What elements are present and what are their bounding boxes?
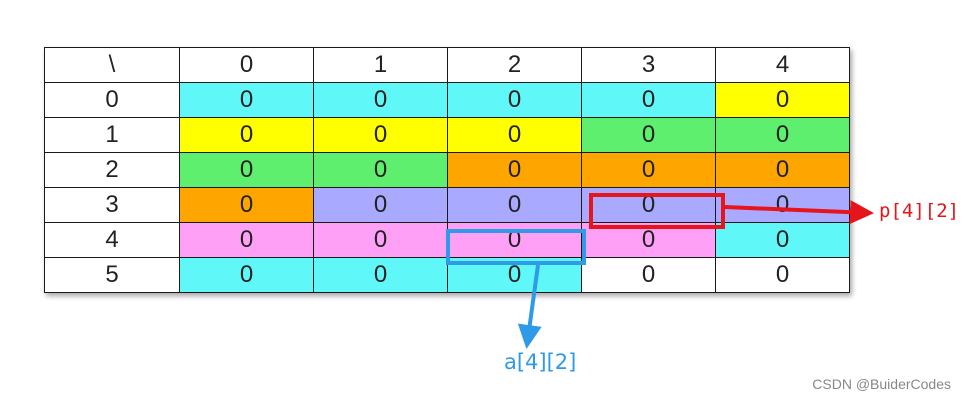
a-highlight-box xyxy=(446,229,586,265)
table-cell: 0 xyxy=(313,82,448,118)
p-highlight-box xyxy=(589,193,725,229)
table-cell: 0 xyxy=(313,257,448,293)
table-cell: 0 xyxy=(581,82,716,118)
table-cell: 0 xyxy=(447,222,582,258)
table-cell: 0 xyxy=(447,152,582,188)
table-cell: 0 xyxy=(313,187,448,223)
watermark: CSDN @BuiderCodes xyxy=(812,376,951,392)
p-arrow xyxy=(724,200,874,225)
table-cell: 0 xyxy=(313,152,448,188)
row-header: 2 xyxy=(44,152,180,188)
table-cell: 0 xyxy=(715,187,850,223)
table-cell: 0 xyxy=(581,152,716,188)
row-header: 4 xyxy=(44,222,180,258)
table-cell: 0 xyxy=(179,117,314,153)
table-cell: 0 xyxy=(447,117,582,153)
table-cell: 0 xyxy=(179,82,314,118)
table-cell: 0 xyxy=(581,257,716,293)
table-cell: 0 xyxy=(179,222,314,258)
a-arrow xyxy=(517,264,542,349)
table-cell: 0 xyxy=(715,82,850,118)
p-label: p[4][2] xyxy=(879,200,960,222)
row-header: 3 xyxy=(44,187,180,223)
table-cell: 0 xyxy=(447,187,582,223)
table-cell: 0 xyxy=(715,257,850,293)
row-header: 0 xyxy=(44,82,180,118)
table-cell: 0 xyxy=(179,257,314,293)
table-cell: 0 xyxy=(313,222,448,258)
row-header: 5 xyxy=(44,257,180,293)
table-cell: 0 xyxy=(179,152,314,188)
table-cell: 0 xyxy=(447,82,582,118)
table-cell: 0 xyxy=(715,222,850,258)
a-label: a[4][2] xyxy=(504,350,577,374)
table-cell: 0 xyxy=(715,152,850,188)
column-header: 3 xyxy=(581,47,716,83)
